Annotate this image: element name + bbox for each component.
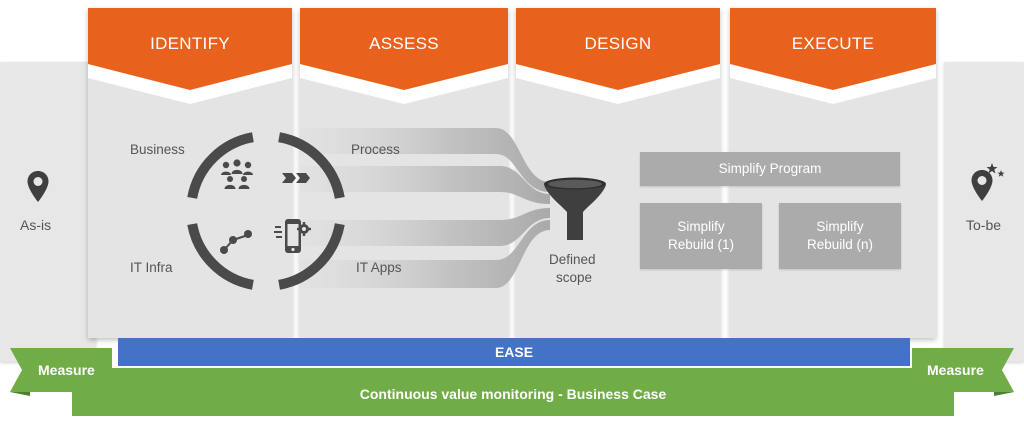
- value-monitoring-label: Continuous value monitoring - Business C…: [359, 386, 667, 402]
- process-label: Process: [351, 142, 400, 157]
- ring-arc-top-right: [278, 132, 345, 199]
- rebuild-1-line2: Rebuild (1): [667, 237, 735, 252]
- as-is-panel: [0, 62, 96, 362]
- funnel-label-line1: Defined: [549, 252, 596, 267]
- to-be-panel: [944, 62, 1024, 362]
- mobile-settings-icon: [274, 219, 311, 253]
- measure-ribbon-right: [912, 348, 1014, 396]
- rebuild-n-line2: Rebuild (n): [806, 237, 874, 252]
- measure-ribbon-left: [10, 348, 112, 396]
- simplify-program-label: Simplify Program: [718, 161, 822, 176]
- phase-design: DESIGN: [516, 8, 720, 338]
- ease-bar: EASE: [118, 338, 910, 366]
- as-is-label: As-is: [20, 217, 52, 233]
- phase-label-identify: IDENTIFY: [150, 34, 230, 53]
- measure-right-label: Measure: [927, 362, 984, 378]
- phase-label-assess: ASSESS: [369, 34, 439, 53]
- design-chevron: [516, 8, 720, 104]
- simplify-rebuild-1-box: Simplify Rebuild (1): [640, 203, 762, 269]
- double-arrow-icon: [282, 173, 310, 183]
- flow-streams: [300, 128, 550, 288]
- stream-it-apps-2: [300, 220, 550, 288]
- network-nodes-icon: [220, 230, 252, 254]
- identify-chevron: [88, 8, 292, 104]
- rebuild-1-line1: Simplify: [677, 219, 725, 234]
- execute-chevron: [730, 8, 936, 104]
- business-label: Business: [130, 142, 185, 157]
- stream-process-2: [300, 166, 550, 204]
- it-infra-label: IT Infra: [130, 260, 173, 275]
- rebuild-n-line1: Simplify: [816, 219, 864, 234]
- measure-left-label: Measure: [38, 362, 95, 378]
- simplify-program-box: Simplify Program: [640, 152, 900, 186]
- stream-it-apps: [300, 208, 550, 246]
- ring-arc-bottom-left: [187, 223, 254, 290]
- identify-ring: [187, 132, 345, 290]
- assess-chevron: [300, 8, 508, 104]
- phase-label-execute: EXECUTE: [791, 34, 875, 53]
- funnel-label-line2: scope: [556, 270, 593, 285]
- simplify-rebuild-n-box: Simplify Rebuild (n): [779, 203, 901, 269]
- phase-identify: IDENTIFY: [88, 8, 292, 338]
- to-be-label: To-be: [966, 217, 1002, 233]
- funnel-icon: [544, 177, 606, 240]
- location-pin-star-icon: [971, 163, 1005, 201]
- ease-label: EASE: [494, 344, 534, 360]
- value-monitoring-bar: Continuous value monitoring - Business C…: [72, 368, 954, 416]
- phase-label-design: DESIGN: [584, 34, 652, 53]
- ring-arc-top-left: [187, 132, 254, 199]
- ring-arc-bottom-right: [278, 223, 345, 290]
- people-icon: [221, 159, 253, 189]
- it-apps-label: IT Apps: [356, 260, 402, 275]
- stream-process: [300, 128, 550, 192]
- location-pin-icon: [27, 171, 49, 202]
